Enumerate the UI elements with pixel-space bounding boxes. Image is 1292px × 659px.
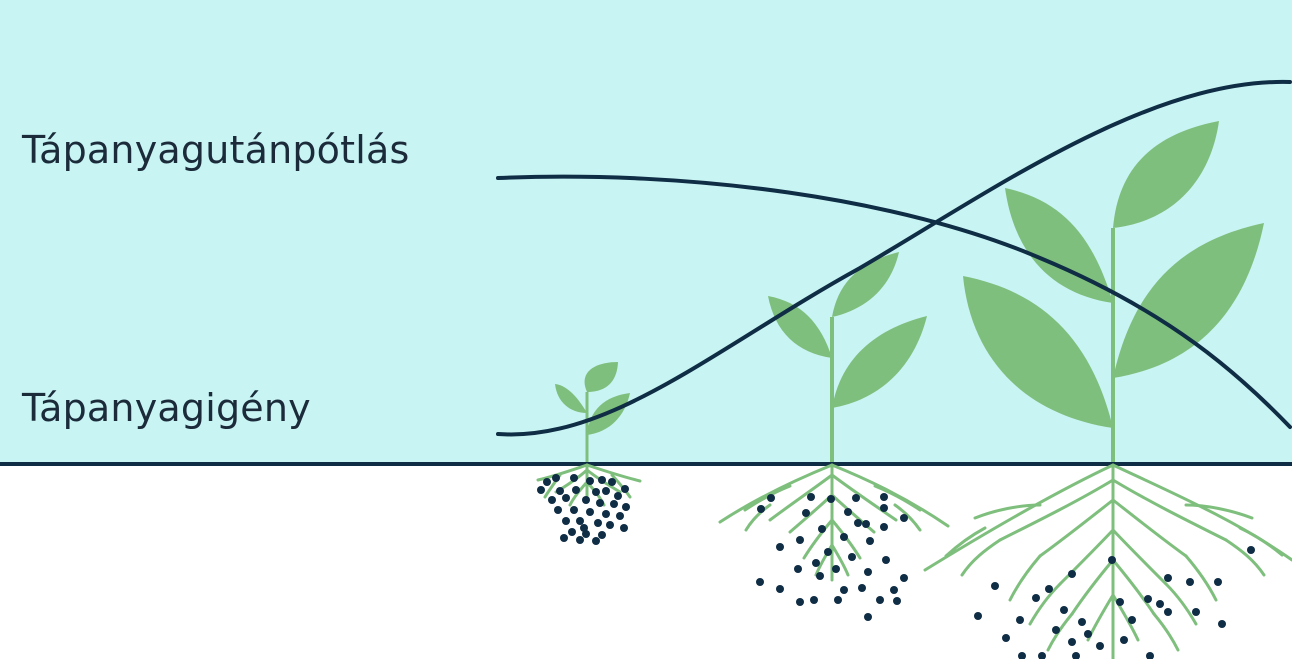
young-plant-roots [720, 465, 948, 580]
seedling-icon [555, 362, 630, 465]
demand-label: Tápanyagigény [22, 386, 311, 430]
supply-label: Tápanyagutánpótlás [22, 128, 409, 172]
mature-plant-roots [925, 465, 1292, 659]
young-plant-icon [768, 252, 927, 465]
